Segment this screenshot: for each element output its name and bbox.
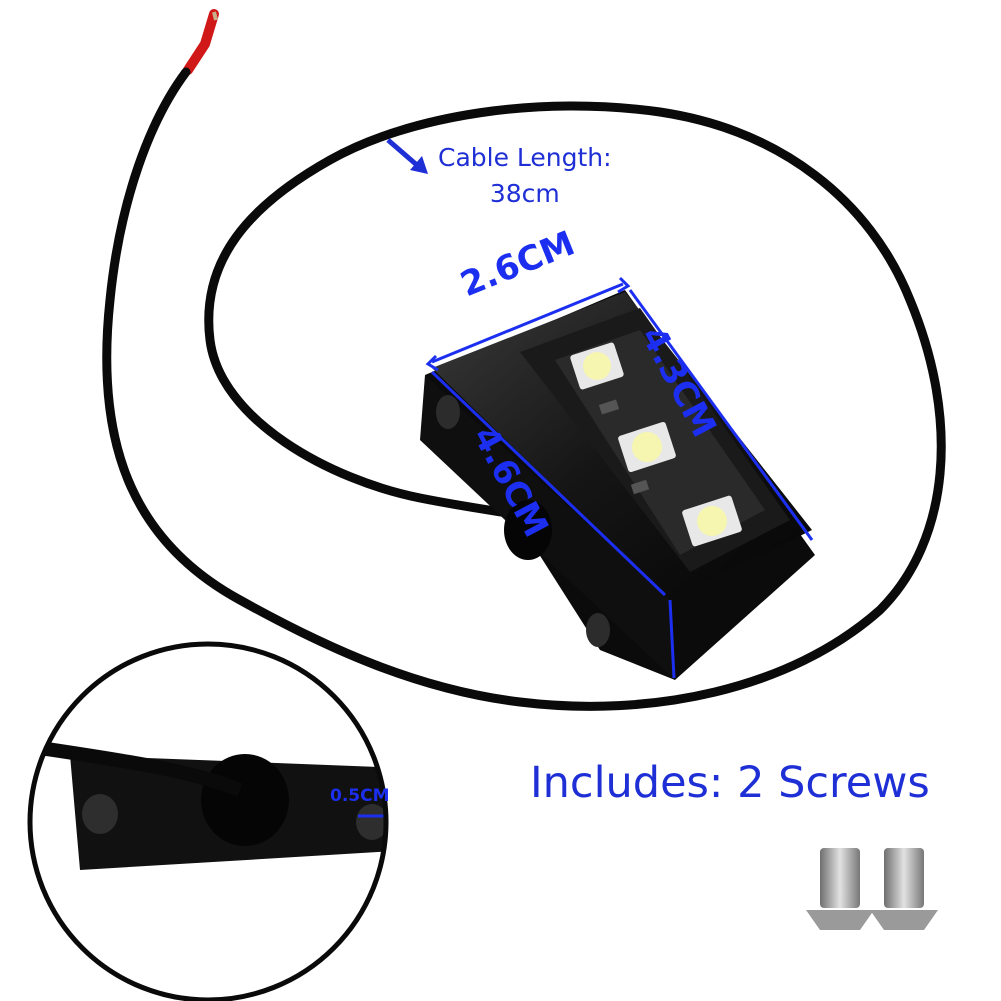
cable	[38, 741, 243, 797]
wire-copper-tip	[212, 11, 218, 21]
cable-length-value: 38cm	[489, 179, 560, 208]
cable-length-title: Cable Length:	[438, 143, 612, 172]
cable	[102, 67, 946, 711]
mount-hole	[436, 395, 460, 429]
led-chip	[570, 342, 624, 390]
led-chip	[618, 421, 676, 473]
screw	[806, 848, 874, 930]
detail-inset	[27, 641, 389, 1001]
arrow-icon	[386, 138, 428, 174]
mount-hole	[356, 804, 386, 840]
mount-hole	[586, 613, 610, 647]
cable-length-label: Cable Length: 38cm	[438, 140, 612, 212]
led-housing	[420, 290, 815, 680]
cable-grommet	[201, 754, 289, 846]
dimension-lines	[425, 276, 814, 679]
red-wire-lead	[183, 9, 219, 75]
mount-hole	[82, 794, 118, 834]
includes-label: Includes: 2 Screws	[530, 758, 930, 808]
screw	[870, 848, 938, 930]
hole-dimension: 0.5CM	[330, 786, 390, 806]
cable-grommet	[504, 500, 552, 560]
led-chip	[682, 495, 742, 547]
